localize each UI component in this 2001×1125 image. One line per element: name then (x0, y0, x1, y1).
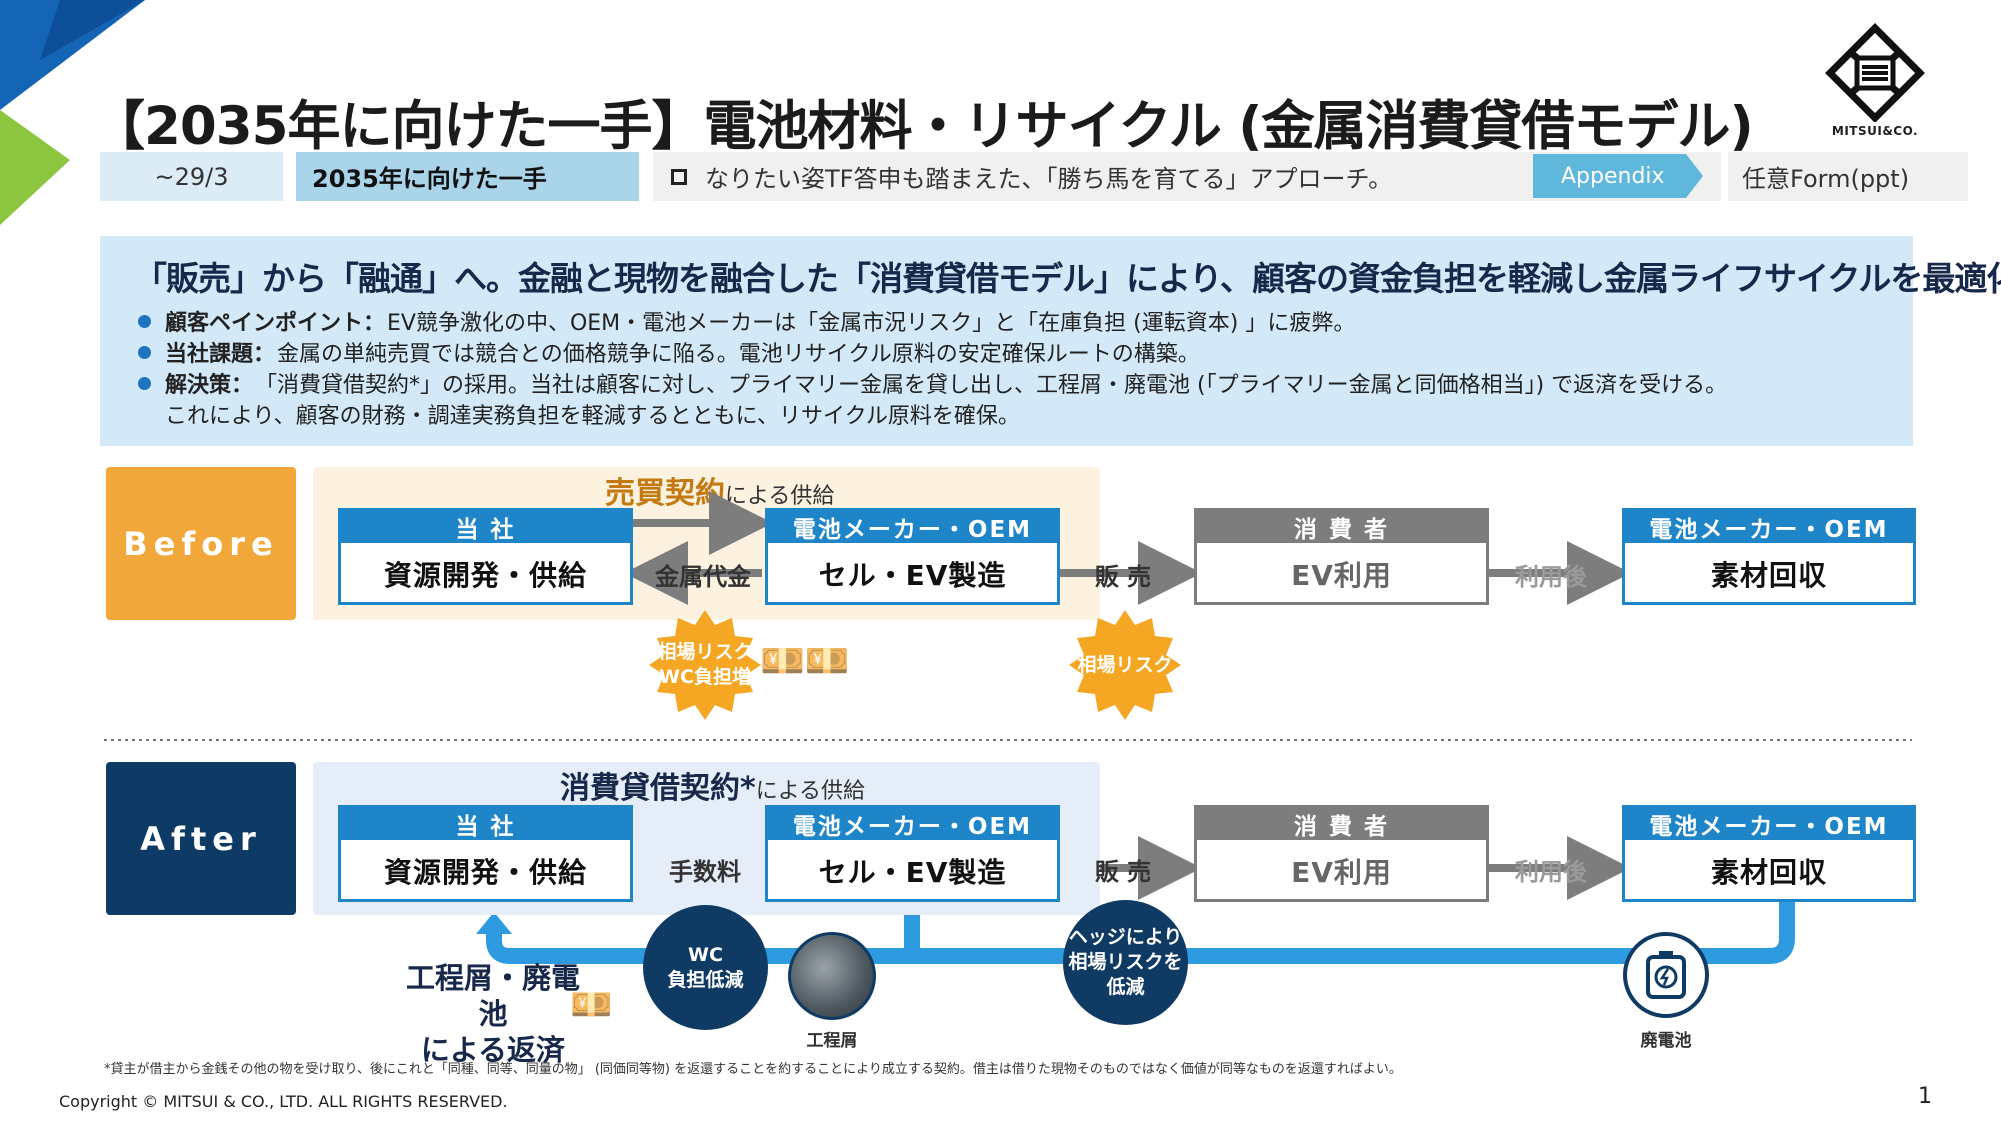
copyright: Copyright © MITSUI & CO., LTD. ALL RIGHT… (59, 1092, 508, 1111)
before-arrow-payment: 金属代金 (655, 563, 751, 591)
scrap-label: 工程屑 (806, 1031, 858, 1051)
before-contract-label: 売買契約 による供給 (605, 468, 834, 512)
after-arrow-sales: 販 売 (1094, 858, 1152, 886)
category-cell: 2035年に向けた一手 (296, 152, 639, 201)
bullet-text: EV競争激化の中、OEM・電池メーカーは「金属市況リスク」と「在庫負担 (運転資… (387, 311, 1356, 336)
bullet-dot (138, 314, 151, 328)
after-tag: After (106, 762, 296, 915)
summary-panel (100, 236, 1913, 446)
period-cell: ~29/3 (100, 152, 283, 201)
before-box-oem: 電池メーカー・OEM セル・EV製造 (765, 508, 1060, 605)
box-body: EV利用 (1291, 855, 1392, 889)
page-title: 【2035年に向けた一手】電池材料・リサイクル (金属消費貸借モデル) (92, 96, 1754, 157)
bullet-solution: 解決策： 「消費貸借契約*」の採用。当社は顧客に対し、プライマリー金属を貸し出し… (138, 367, 1727, 399)
box-header: 当 社 (341, 808, 630, 840)
battery-icon (1623, 932, 1709, 1018)
logo-text: MITSUI&CO. (1831, 124, 1919, 138)
box-header: 電池メーカー・OEM (1625, 808, 1913, 840)
form-cell: 任意Form(ppt) (1728, 152, 1968, 201)
risk-label-2: 相場リスク (1077, 654, 1173, 676)
footnote: *貸主が借主から金銭その他の物を受け取り、後にこれと「同種、同等、同量の物」 (… (104, 1062, 1402, 1077)
money-icon: 💴💴 (760, 641, 850, 682)
circle-line: ヘッジにより (1068, 926, 1183, 948)
after-contract-label: 消費貸借契約* による供給 (560, 763, 865, 807)
box-header: 当 社 (341, 511, 630, 543)
box-header: 電池メーカー・OEM (1625, 511, 1913, 543)
scrap-image (788, 932, 876, 1020)
bullet-issue: 当社課題： 金属の単純売買では競合との価格競争に陥る。電池リサイクル原料の安定確… (138, 336, 1200, 368)
circle-line: WC (688, 943, 723, 966)
after-box-consumer: 消 費 者 EV利用 (1194, 805, 1489, 902)
before-tag: Before (106, 467, 296, 620)
box-header: 電池メーカー・OEM (768, 808, 1057, 840)
box-body: 素材回収 (1710, 855, 1827, 889)
box-header: 消 費 者 (1197, 808, 1486, 840)
before-contract-main: 売買契約 (605, 476, 725, 511)
appendix-tag: Appendix (1533, 154, 1703, 198)
bullet-text: 金属の単純売買では競合との価格競争に陥る。電池リサイクル原料の安定確保ルートの構… (277, 342, 1200, 367)
corner-decoration (0, 0, 145, 225)
before-arrow-sales: 販 売 (1094, 563, 1152, 591)
box-body: 素材回収 (1710, 558, 1827, 592)
box-body: 資源開発・供給 (383, 855, 587, 889)
company-logo: MITSUI&CO. (1820, 22, 1930, 144)
box-body: セル・EV製造 (818, 558, 1007, 592)
bullet-label: 顧客ペインポイント： (165, 311, 386, 336)
return-line: による返済 (420, 1033, 566, 1067)
after-arrow-after-use: 利用後 (1515, 858, 1587, 886)
after-contract-main: 消費貸借契約* (560, 771, 756, 806)
summary-headline: 「販売」から「融通」へ。金融と現物を融合した「消費貸借モデル」により、顧客の資金… (134, 259, 2001, 298)
box-body: セル・EV製造 (818, 855, 1007, 889)
risk-label-line: 相場リスク (657, 641, 753, 663)
return-label: 工程屑・廃電池 による返済 (393, 960, 593, 1068)
box-header: 電池メーカー・OEM (768, 511, 1057, 543)
bullet-pain-point: 顧客ペインポイント： EV競争激化の中、OEM・電池メーカーは「金属市況リスク」… (138, 305, 1355, 337)
checkbox-icon (671, 168, 687, 185)
bullet-dot (138, 376, 151, 390)
circle-line: 負担低減 (667, 968, 744, 991)
box-body: 資源開発・供給 (383, 558, 587, 592)
money-icon: 💴 (570, 985, 613, 1025)
hedge-circle: ヘッジにより 相場リスクを 低減 (1063, 900, 1188, 1025)
before-arrow-after-use: 利用後 (1515, 563, 1587, 591)
bullet-label: 解決策： (165, 373, 254, 398)
after-box-recovery: 電池メーカー・OEM 素材回収 (1622, 805, 1916, 902)
risk-label-1: 相場リスク WC負担増 (650, 640, 760, 690)
box-header: 消 費 者 (1197, 511, 1486, 543)
circle-line: 低減 (1106, 976, 1145, 998)
before-box-recovery: 電池メーカー・OEM 素材回収 (1622, 508, 1916, 605)
risk-label-line: WC負担増 (659, 666, 751, 688)
after-box-company: 当 社 資源開発・供給 (338, 805, 633, 902)
bullet-continuation: これにより、顧客の財務・調達実務負担を軽減するとともに、リサイクル原料を確保。 (165, 404, 1020, 429)
after-box-oem: 電池メーカー・OEM セル・EV製造 (765, 805, 1060, 902)
page-number: 1 (1918, 1084, 1932, 1109)
approach-text: なりたい姿TF答申も踏まえた、「勝ち馬を育てる」アプローチ。 (705, 165, 1393, 193)
bullet-dot (138, 345, 151, 359)
battery-label: 廃電池 (1640, 1031, 1692, 1051)
before-contract-suffix: による供給 (725, 484, 835, 509)
bullet-label: 当社課題： (165, 342, 276, 367)
before-box-consumer: 消 費 者 EV利用 (1194, 508, 1489, 605)
after-arrow-fee: 手数料 (669, 858, 741, 886)
circle-line: 相場リスクを (1068, 951, 1183, 973)
after-contract-suffix: による供給 (755, 779, 866, 804)
wc-circle: WC 負担低減 (643, 905, 768, 1030)
before-box-company: 当 社 資源開発・供給 (338, 508, 633, 605)
return-line: 工程屑・廃電池 (405, 961, 580, 1031)
box-body: EV利用 (1291, 558, 1392, 592)
bullet-text: 「消費貸借契約*」の採用。当社は顧客に対し、プライマリー金属を貸し出し、工程屑・… (255, 373, 1728, 398)
